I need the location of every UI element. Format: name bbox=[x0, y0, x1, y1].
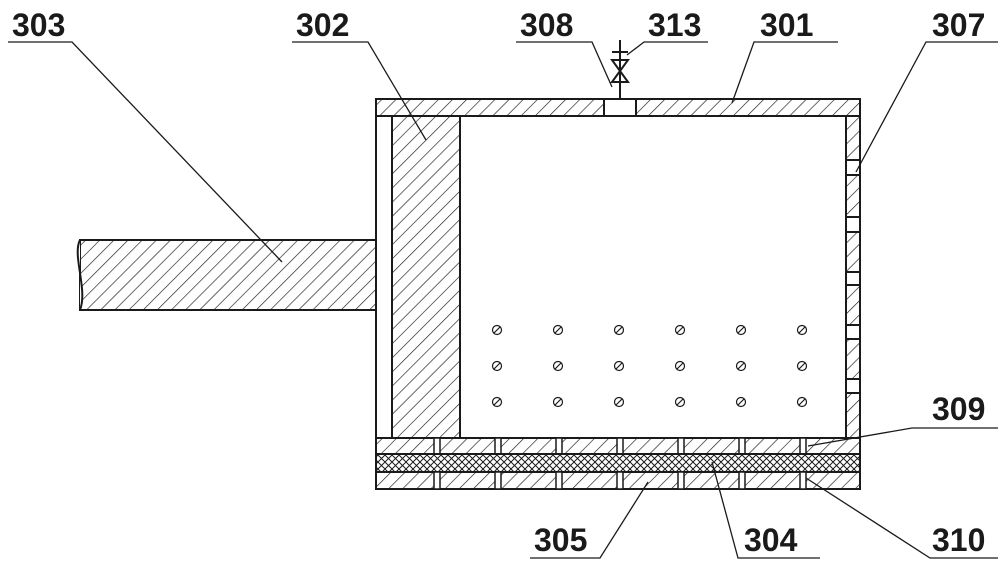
bottom-plate-309 bbox=[375, 437, 861, 455]
filter-layer-304 bbox=[375, 453, 861, 473]
label-305: 305 bbox=[534, 522, 587, 558]
piston-302 bbox=[391, 115, 461, 439]
label-301: 301 bbox=[760, 7, 813, 43]
label-307: 307 bbox=[932, 7, 985, 43]
rod-303 bbox=[76, 239, 381, 311]
label-310: 310 bbox=[932, 522, 985, 558]
chamber bbox=[459, 115, 847, 439]
valve-313 bbox=[610, 40, 630, 99]
particle-grid bbox=[491, 324, 808, 408]
opening-308 bbox=[603, 98, 637, 117]
label-303: 303 bbox=[12, 7, 65, 43]
label-313: 313 bbox=[648, 7, 701, 43]
leader-lines bbox=[8, 41, 998, 559]
label-302: 302 bbox=[296, 7, 349, 43]
reference-labels: 303 302 308 313 301 307 309 305 304 310 bbox=[12, 7, 985, 558]
label-309: 309 bbox=[932, 391, 985, 427]
bottom-plate-305 bbox=[375, 471, 861, 490]
label-304: 304 bbox=[744, 522, 798, 558]
label-308: 308 bbox=[520, 7, 573, 43]
